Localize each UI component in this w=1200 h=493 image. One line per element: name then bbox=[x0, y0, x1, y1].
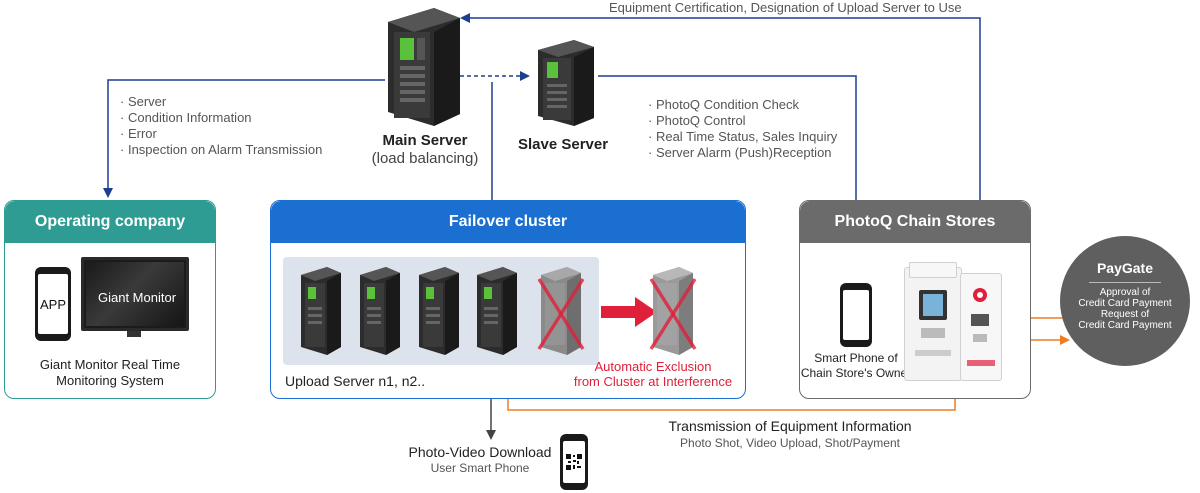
upload-server-icon bbox=[477, 267, 517, 355]
failover-cluster-panel: Failover cluster bbox=[270, 200, 746, 399]
server-note: Condition Information bbox=[120, 110, 322, 126]
exclusion-line1: Automatic Exclusion bbox=[594, 359, 712, 374]
photo-kiosk-icon bbox=[904, 262, 962, 381]
operating-caption-line1: Giant Monitor Real Time bbox=[39, 357, 181, 372]
owner-phone-line1: Smart Phone of bbox=[814, 351, 898, 365]
slave-server-icon bbox=[538, 40, 594, 126]
owner-phone-line2: Chain Store's Owner bbox=[800, 366, 912, 380]
photoq-note: Real Time Status, Sales Inquiry bbox=[648, 129, 837, 145]
download-title: Photo-Video Download bbox=[408, 444, 552, 460]
upload-server-icon bbox=[301, 267, 341, 355]
main-server-subtitle: (load balancing) bbox=[371, 150, 479, 167]
upload-server-icon bbox=[419, 267, 459, 355]
approval-line1: Approval of bbox=[1099, 287, 1151, 298]
failed-server-icon bbox=[537, 267, 585, 355]
operating-company-panel: Operating company APP Giant Monitor Gian… bbox=[4, 200, 216, 399]
photoq-chain-stores-panel: PhotoQ Chain Stores Smart Phone of Chain… bbox=[799, 200, 1031, 399]
photoq-chain-stores-title: PhotoQ Chain Stores bbox=[800, 201, 1030, 243]
app-label: APP bbox=[39, 296, 66, 312]
certification-note: Equipment Certification, Designation of … bbox=[609, 0, 962, 15]
photoq-notes-list: PhotoQ Condition Check PhotoQ Control Re… bbox=[648, 97, 837, 161]
request-line1: Request of bbox=[1100, 309, 1150, 320]
upload-server-caption: Upload Server n1, n2.. bbox=[285, 373, 426, 389]
giant-monitor-label: Giant Monitor bbox=[98, 290, 177, 305]
failover-cluster-title: Failover cluster bbox=[271, 201, 745, 243]
server-note: Error bbox=[120, 126, 322, 142]
qr-code-icon bbox=[565, 453, 583, 471]
paygate-node: PayGate Approval of Credit Card Payment … bbox=[1060, 236, 1190, 366]
operating-caption-line2: Monitoring System bbox=[56, 373, 164, 388]
certification-connector bbox=[460, 13, 981, 200]
transmission-subtitle: Photo Shot, Video Upload, Shot/Payment bbox=[680, 436, 900, 450]
photoq-note: PhotoQ Condition Check bbox=[648, 97, 837, 113]
exclusion-line2: from Cluster at Interference bbox=[573, 374, 733, 389]
photoq-note: Server Alarm (Push)Reception bbox=[648, 145, 837, 161]
download-subtitle: User Smart Phone bbox=[430, 461, 530, 475]
server-note: Inspection on Alarm Transmission bbox=[120, 142, 322, 158]
giant-monitor-icon: Giant Monitor bbox=[81, 257, 189, 331]
owner-phone-icon bbox=[840, 283, 872, 347]
main-server-title: Main Server bbox=[382, 132, 468, 149]
transmission-title: Transmission of Equipment Information bbox=[668, 418, 912, 434]
main-server-icon bbox=[388, 8, 460, 126]
app-phone-icon: APP bbox=[35, 267, 71, 341]
excluded-server-icon bbox=[649, 267, 697, 355]
paygate-title: PayGate bbox=[1096, 260, 1154, 276]
approval-line2: Credit Card Payment bbox=[1078, 298, 1172, 309]
exclusion-arrow-icon bbox=[601, 297, 657, 327]
slave-server-title: Slave Server bbox=[518, 136, 609, 153]
upload-server-icon bbox=[360, 267, 400, 355]
request-line2: Credit Card Payment bbox=[1078, 320, 1172, 331]
photoq-note: PhotoQ Control bbox=[648, 113, 837, 129]
operating-company-title: Operating company bbox=[5, 201, 215, 243]
main-to-operating-connector bbox=[103, 79, 385, 198]
user-phone-icon bbox=[560, 434, 588, 490]
server-note: Server bbox=[120, 94, 322, 110]
payment-kiosk-icon bbox=[960, 273, 1002, 381]
server-notes-list: Server Condition Information Error Inspe… bbox=[120, 94, 322, 158]
